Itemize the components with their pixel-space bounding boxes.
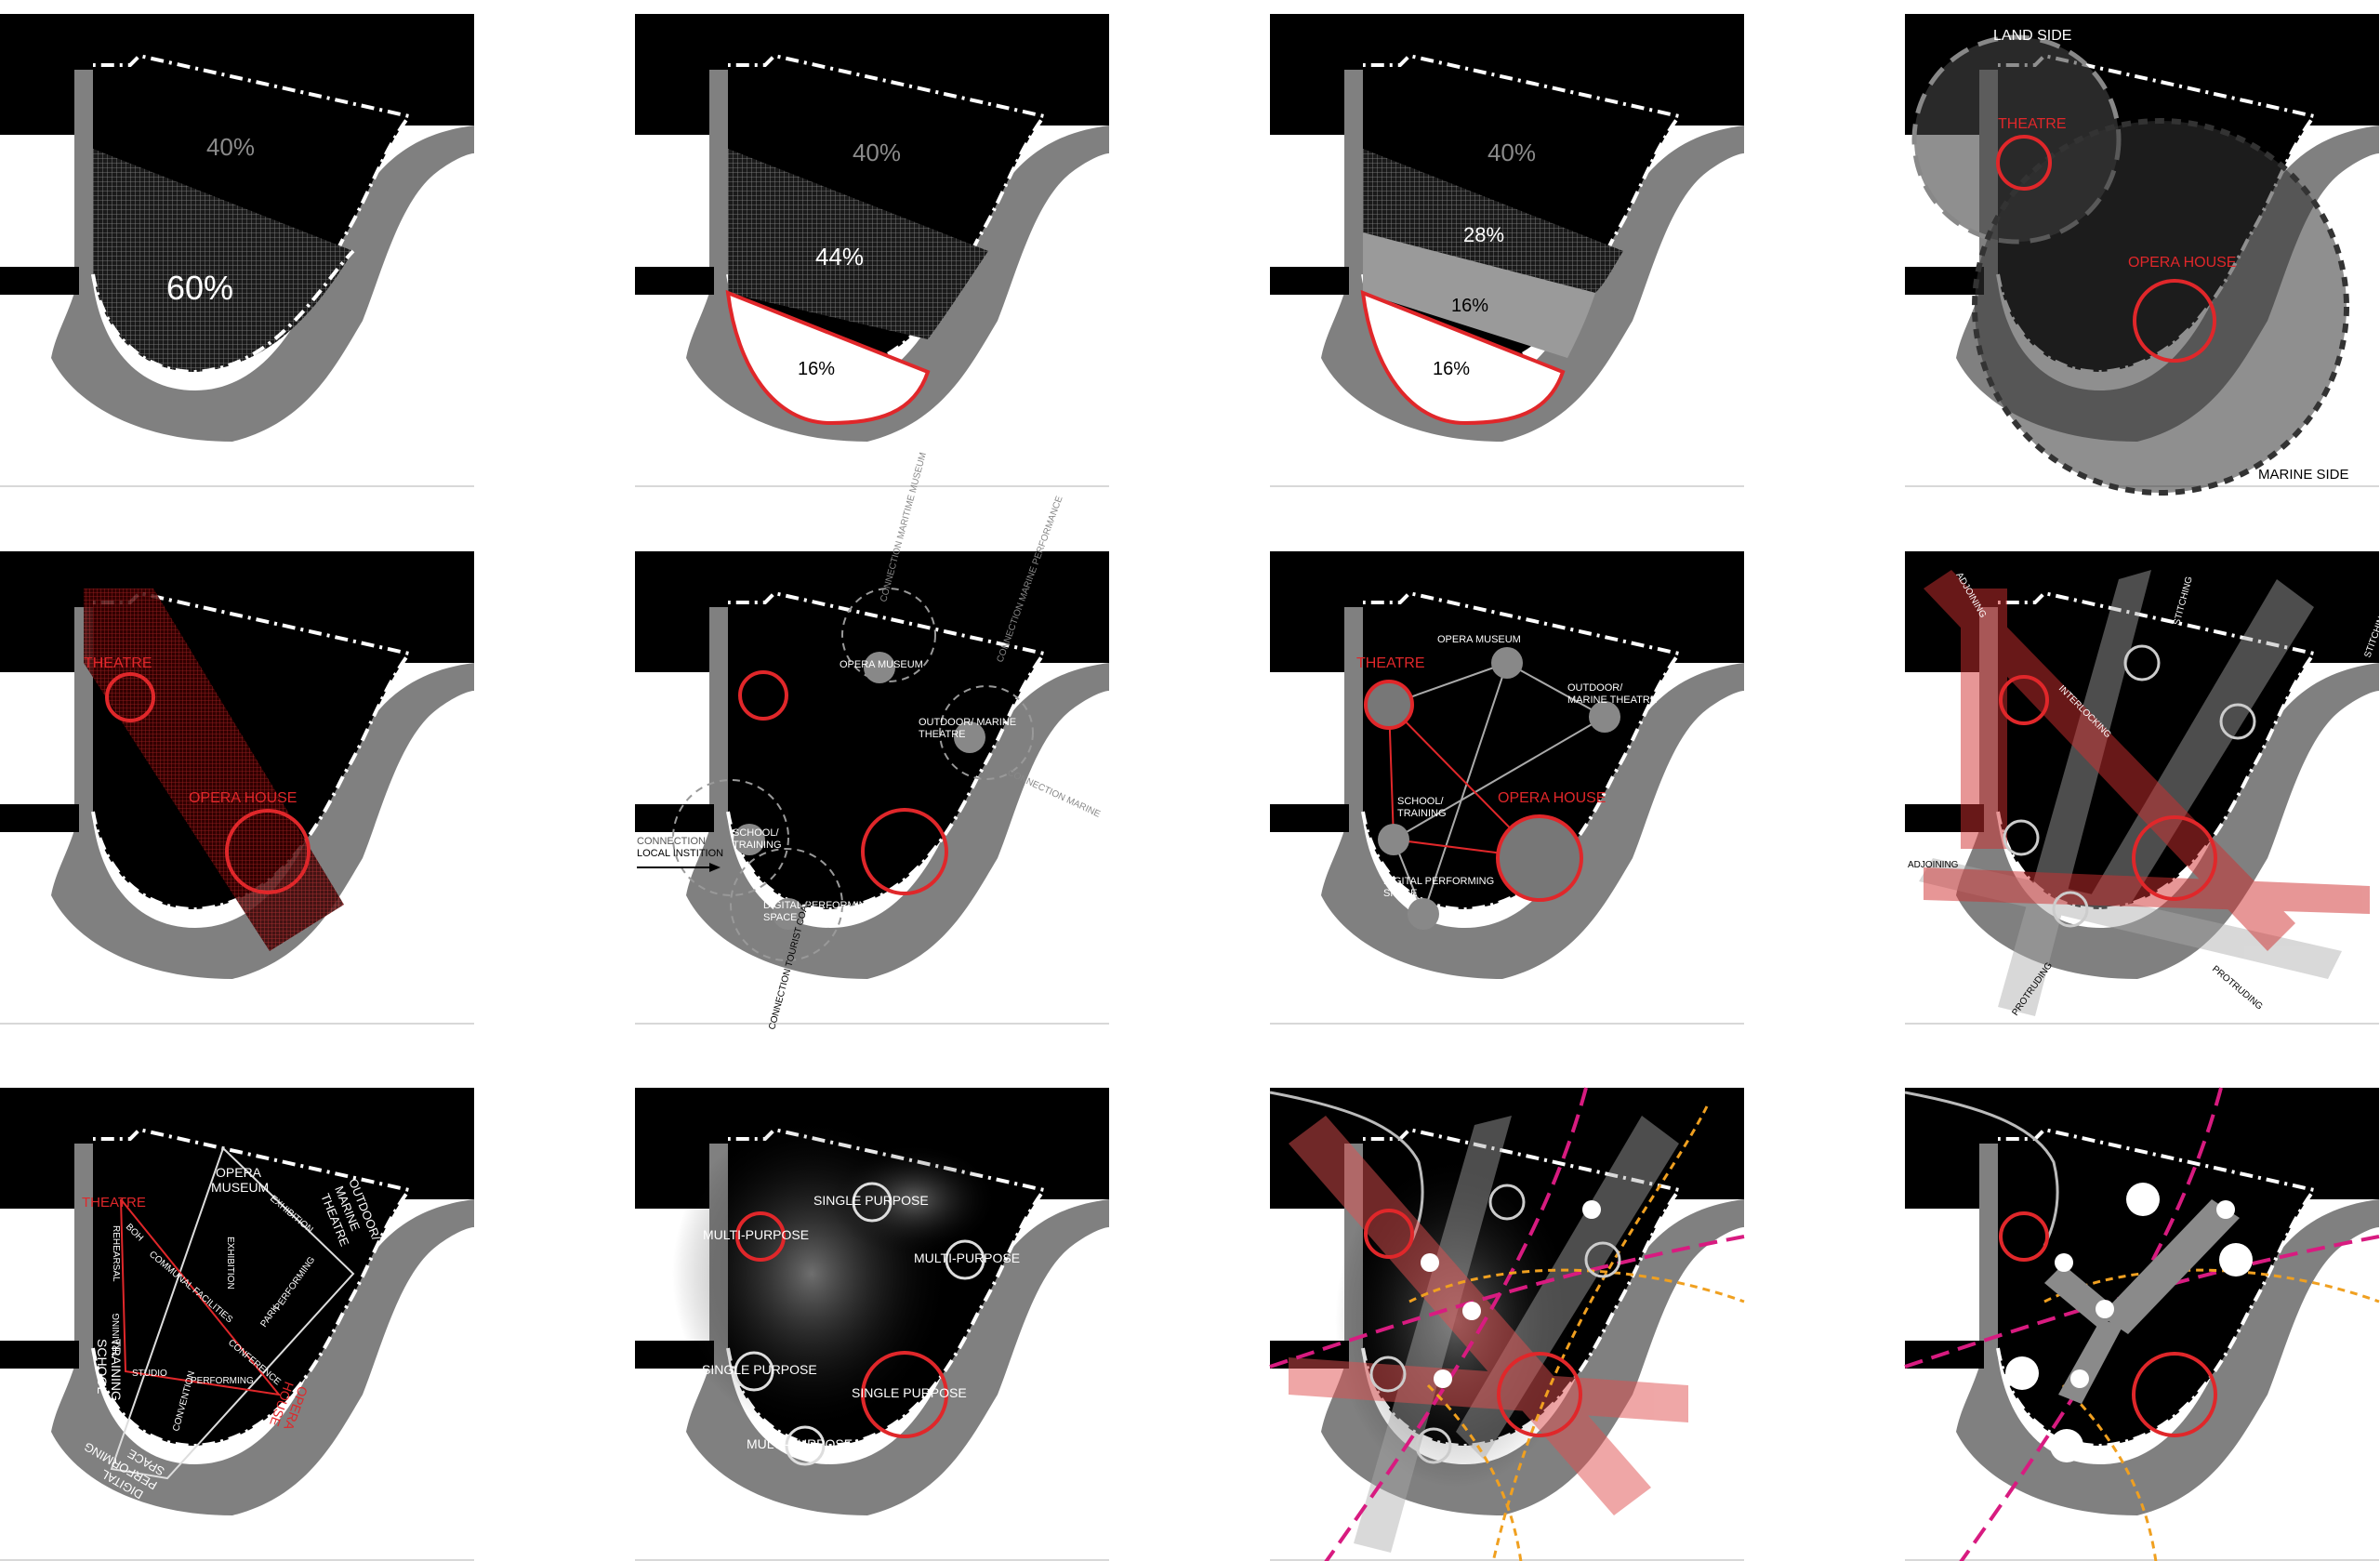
panel-1: 40% 60% xyxy=(0,12,476,490)
digital-label: DIGITAL PERFORMING xyxy=(763,900,874,911)
marine-zone xyxy=(1972,118,2349,496)
conn-local-label-2: LOCAL INSTITION xyxy=(637,848,723,859)
panel-8: ADJOINING STITCHING STITCHING INTERLOCKI… xyxy=(1903,549,2380,1027)
rehearsal-label: REHEARSAL xyxy=(111,1225,121,1282)
school-label: SCHOOL/ xyxy=(733,827,779,839)
opera-museum-label: OPERA MUSEUM xyxy=(840,659,923,670)
panel-10: SINGLE PURPOSE MULTI-PURPOSE MULTI-PURPO… xyxy=(633,1086,1111,1561)
single-purpose-2: SINGLE PURPOSE xyxy=(702,1362,817,1377)
outdoor-label-2: THEATRE xyxy=(919,729,966,740)
outdoor-label: OUTDOOR/ MARINE xyxy=(919,717,1016,728)
panel-4: LAND SIDE THEATRE OPERA HOUSE MARINE SID… xyxy=(1903,12,2380,496)
opera-museum-label: OPERA xyxy=(216,1165,262,1180)
red-band xyxy=(84,589,344,951)
single-purpose-1: SINGLE PURPOSE xyxy=(813,1193,929,1208)
training-label: TRAINING xyxy=(112,1313,122,1357)
theatre-label: THEATRE xyxy=(84,655,152,671)
label-16-band: 16% xyxy=(1451,296,1488,316)
panel-9: THEATRE OPERA MUSEUM EXHIBITION OUTDOOR/… xyxy=(0,1086,476,1561)
studio-label: STUDIO xyxy=(132,1369,167,1379)
multi-purpose-2: MULTI-PURPOSE xyxy=(914,1250,1020,1265)
training-label-2: TRAINING xyxy=(109,1339,124,1401)
land-side-label: LAND SIDE xyxy=(1993,28,2071,44)
panel-11 xyxy=(1268,1086,1746,1561)
panel-6: OPERA MUSEUM OUTDOOR/ MARINE THEATRE SCH… xyxy=(633,451,1111,1031)
theatre-circle xyxy=(105,672,155,722)
multi-purpose-3: MULTI-PURPOSE xyxy=(747,1436,853,1451)
theatre-label: THEATRE xyxy=(1998,116,2066,132)
hatched-zone xyxy=(93,149,353,372)
grey-band xyxy=(1363,232,1595,358)
panel-3: 40% 28% 16% 16% xyxy=(1268,12,1746,490)
opera-label: OPERA HOUSE xyxy=(2128,255,2236,271)
outdoor-label-2: MARINE THEATRE xyxy=(1567,695,1657,706)
label-16: 16% xyxy=(1433,359,1470,379)
marine-side-label: MARINE SIDE xyxy=(2258,467,2349,483)
digital-label-2: SPACE xyxy=(1383,888,1417,899)
panel-7: THEATRE OPERA MUSEUM OUTDOOR/ MARINE THE… xyxy=(1268,549,1746,1027)
label-28: 28% xyxy=(1463,223,1504,246)
digital-label-2: SPACE xyxy=(763,912,797,923)
label-44: 44% xyxy=(815,243,864,271)
panel-5: THEATRE OPERA HOUSE xyxy=(0,549,476,1027)
opera-label: OPERA HOUSE xyxy=(1498,790,1606,806)
conn-local-label: CONNECTION xyxy=(637,836,706,847)
adjoining-left-label: ADJOINING xyxy=(1908,860,1959,870)
opera-circle xyxy=(225,809,311,894)
label-40: 40% xyxy=(206,133,255,161)
school-label-2: TRAINING xyxy=(1397,808,1447,819)
school-label-2: TRAINING xyxy=(733,840,782,851)
performing-label-2: PERFORMING xyxy=(191,1376,254,1386)
theatre-label: THEATRE xyxy=(1356,655,1424,671)
label-40: 40% xyxy=(853,139,901,166)
theatre-label: THEATRE xyxy=(82,1195,146,1210)
white-zone xyxy=(725,289,931,426)
opera-circle xyxy=(2133,279,2216,363)
label-60: 60% xyxy=(166,269,233,307)
label-16: 16% xyxy=(798,359,835,379)
multi-purpose-1: MULTI-PURPOSE xyxy=(703,1227,809,1242)
school-label: SCHOOL/ xyxy=(1397,796,1444,807)
single-purpose-3: SINGLE PURPOSE xyxy=(852,1385,967,1400)
label-40: 40% xyxy=(1488,139,1536,166)
theatre-circle xyxy=(1996,135,2052,191)
panel-2: 40% 44% 16% xyxy=(633,12,1111,490)
opera-label: OPERA HOUSE xyxy=(189,790,297,806)
outdoor-label: OUTDOOR/ xyxy=(1567,682,1623,694)
opera-museum-label-2: MUSEUM xyxy=(211,1180,269,1195)
school-label: SCHOOL xyxy=(95,1339,110,1394)
panel-12 xyxy=(1903,1086,2380,1561)
exhibition-v-label: EXHIBITION xyxy=(225,1237,235,1290)
opera-museum-label: OPERA MUSEUM xyxy=(1437,634,1521,645)
digital-label: DIGITAL PERFORMING xyxy=(1383,876,1494,887)
